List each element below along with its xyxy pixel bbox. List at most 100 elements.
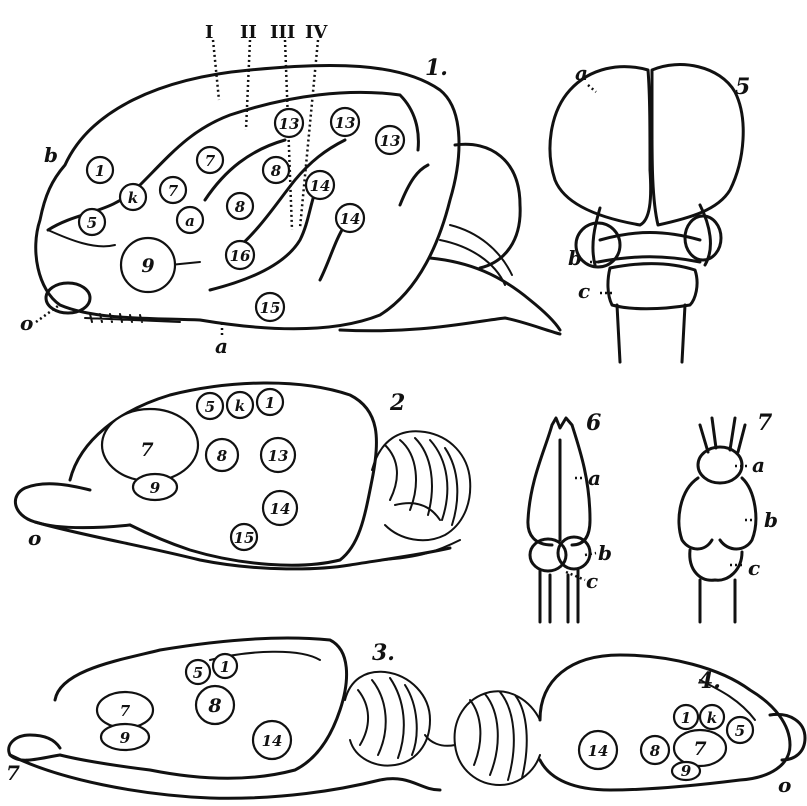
svg-text:8: 8 (217, 447, 228, 465)
fig2-area-k: k (227, 392, 253, 418)
fig6-letter-a: a (588, 466, 601, 490)
svg-text:1: 1 (265, 394, 275, 412)
fig2-area-7: 7 (140, 439, 153, 461)
figure-2: 7 9 5 k 1 8 13 14 15 2 o (15, 383, 470, 569)
fig2-area-8: 8 (206, 439, 238, 471)
svg-text:1: 1 (220, 658, 230, 676)
fig2-olfactory-stalk (15, 484, 130, 528)
fig7-number: 7 (757, 410, 773, 436)
fig5-number: 5 (735, 74, 750, 100)
svg-text:k: k (707, 709, 717, 727)
fig1-area-8b: 8 (263, 157, 289, 183)
fig2-letter-o: o (28, 526, 41, 550)
fig1-area-15: 15 (256, 293, 284, 321)
fig1-area-7a: 7 (197, 147, 223, 173)
fig7-letter-b: b (764, 508, 778, 532)
svg-text:14: 14 (588, 742, 609, 760)
fig4-area-9: 9 (681, 762, 692, 780)
fig1-area-5: 5 (79, 209, 105, 235)
fig1-roman-III: III (270, 22, 295, 43)
fig2-area-15: 15 (231, 524, 257, 550)
svg-text:13: 13 (380, 132, 401, 150)
fig3-base (10, 755, 440, 798)
fig1-area-9: 9 (121, 238, 175, 292)
fig1-sulcus-4 (320, 225, 345, 280)
fig1-area-14b: 14 (336, 204, 364, 232)
svg-text:13: 13 (279, 115, 300, 133)
fig1-number: 1. (425, 55, 448, 81)
fig2-area-13: 13 (261, 438, 295, 472)
fig7-stem (700, 580, 735, 622)
fig4-area-5: 5 (727, 717, 753, 743)
fig1-division-II (246, 40, 250, 130)
svg-text:1: 1 (95, 162, 105, 180)
fig4-stem (425, 735, 455, 746)
fig1-stem-lines (440, 225, 512, 285)
figure-3: 7 9 5 1 8 14 3. 7 (6, 638, 440, 798)
fig1-area-1: 1 (87, 157, 113, 183)
figure-7: 7 a b c (679, 410, 778, 622)
svg-text:7: 7 (205, 152, 216, 170)
svg-text:5: 5 (735, 722, 745, 740)
svg-text:8: 8 (235, 198, 246, 216)
svg-text:5: 5 (193, 664, 203, 682)
svg-text:8: 8 (271, 162, 282, 180)
fig1-letter-o: o (20, 311, 33, 335)
fig2-area-5: 5 (197, 393, 223, 419)
fig2-cerebellum (372, 431, 470, 540)
svg-text:1: 1 (681, 709, 691, 727)
fig1-area-a: a (177, 207, 203, 233)
svg-text:5: 5 (205, 398, 215, 416)
svg-text:k: k (235, 397, 245, 415)
fig1-roman-IV: IV (305, 22, 328, 43)
fig4-hemisphere-outline (540, 655, 790, 790)
svg-text:13: 13 (268, 447, 289, 465)
fig1-roman-II: II (240, 22, 257, 43)
fig5-pointer-a (588, 85, 596, 92)
fig4-area-7: 7 (693, 738, 706, 760)
svg-text:9: 9 (141, 255, 154, 277)
figure-1: I II III IV 1. b a o 1 k 5 7 7 a 9 8 16 … (20, 22, 560, 358)
fig1-area-13a: 13 (275, 109, 303, 137)
fig2-area-14: 14 (263, 491, 297, 525)
fig3-area-9: 9 (120, 729, 131, 747)
fig3-area-5: 5 (186, 660, 210, 684)
fig1-roman-I: I (205, 22, 213, 43)
fig5-letter-a: a (575, 61, 588, 85)
fig6-pointer-b (585, 553, 596, 555)
fig1-fold-tip (48, 230, 115, 246)
fig3-area-8: 8 (196, 686, 234, 724)
fig6-number: 6 (586, 410, 601, 436)
figure-5: 5 a b c (550, 61, 750, 362)
fig4-area-8: 8 (641, 736, 669, 764)
fig1-cerebellum (455, 144, 520, 268)
fig6-stem (540, 570, 578, 622)
fig4-letter-o: o (778, 773, 791, 797)
fig5-letter-b: b (568, 246, 582, 270)
fig2-area-9: 9 (150, 479, 161, 497)
fig1-letter-a: a (215, 334, 228, 358)
fig5-spinal-cord (617, 305, 685, 362)
fig6-letter-c: c (586, 569, 598, 593)
fig2-area-1: 1 (257, 389, 283, 415)
svg-text:15: 15 (234, 529, 255, 547)
svg-text:13: 13 (335, 114, 356, 132)
fig1-area-13b: 13 (331, 108, 359, 136)
fig3-letter: 7 (6, 761, 20, 785)
svg-text:k: k (128, 189, 138, 207)
fig5-letter-c: c (578, 279, 590, 303)
svg-text:14: 14 (270, 500, 291, 518)
svg-text:7: 7 (168, 182, 179, 200)
fig3-area-1: 1 (213, 654, 237, 678)
fig4-area-1: 1 (674, 705, 698, 729)
fig1-division-IV (300, 40, 318, 228)
fig5-optic-lobe-left (576, 223, 620, 267)
fig1-area-7b: 7 (160, 177, 186, 203)
fig7-letter-a: a (752, 453, 765, 477)
fig1-sulcus-5 (400, 165, 428, 205)
svg-text:14: 14 (340, 210, 361, 228)
fig7-lower-lobes (690, 550, 742, 580)
svg-text:14: 14 (310, 177, 331, 195)
